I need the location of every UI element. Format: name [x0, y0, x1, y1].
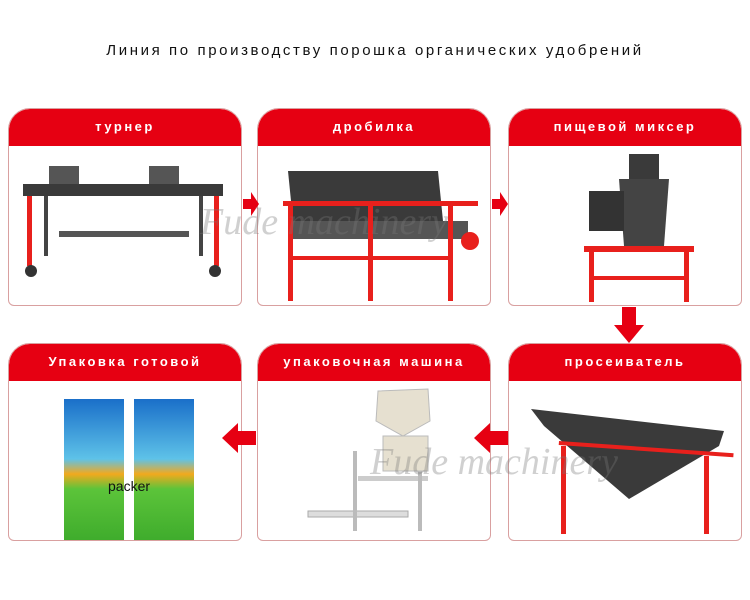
packing-machine-image: [307, 388, 431, 531]
screener-machine-image: [531, 409, 734, 534]
step-card-turner: турнер: [8, 108, 242, 306]
watermark: Fude machinery: [200, 201, 448, 243]
step-card-screener: просеиватель: [508, 343, 742, 541]
step-label: турнер: [9, 109, 241, 146]
step-label: Упаковка готовой продукции: [9, 344, 241, 405]
step-label: дробилка: [258, 109, 490, 146]
arrow-down-icon: [614, 307, 644, 343]
diagram-title: Линия по производству порошка органическ…: [106, 42, 644, 59]
step-card-mixer: пищевой миксер: [508, 108, 742, 306]
crusher-machine-image: [283, 171, 479, 301]
arrow-right-icon: [243, 192, 259, 216]
turner-machine-image: [23, 166, 223, 277]
fertilizer-bags-image: [64, 399, 194, 540]
arrow-right-icon: [492, 192, 508, 216]
arrow-left-icon: [474, 423, 508, 453]
packer-label: packer: [108, 478, 151, 494]
step-card-crusher: дробилка: [257, 108, 491, 306]
step-label: просеиватель: [509, 344, 741, 381]
step-label: упаковочная машина: [258, 344, 490, 381]
mixer-machine-image: [584, 154, 694, 302]
step-label: пищевой миксер: [509, 109, 741, 146]
watermark: Fude machinery: [370, 441, 618, 483]
arrow-left-icon: [222, 423, 256, 453]
step-card-finished-packaging: Упаковка готовой продукции: [8, 343, 242, 541]
